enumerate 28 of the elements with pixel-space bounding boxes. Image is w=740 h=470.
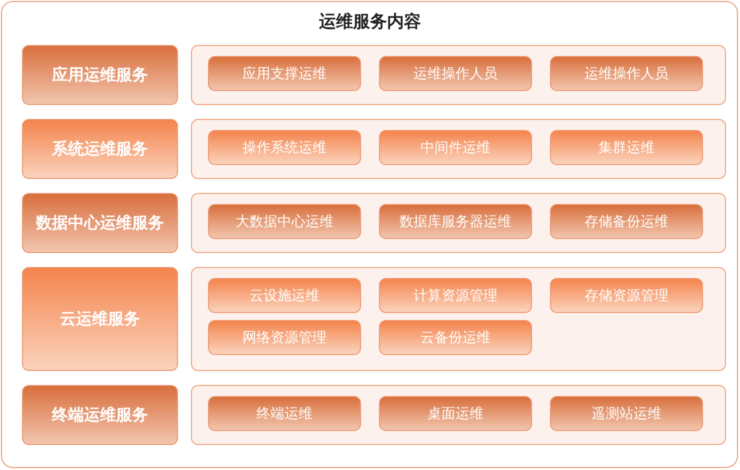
service-item-box: 存储备份运维 — [550, 204, 703, 239]
service-item-box: 终端运维 — [208, 396, 361, 431]
service-item-box: 操作系统运维 — [208, 130, 361, 165]
service-item-box: 桌面运维 — [379, 396, 532, 431]
items-panel — [191, 385, 726, 445]
items-panel — [191, 119, 726, 179]
category-box: 应用运维服务 — [22, 45, 178, 105]
service-item-box: 云设施运维 — [208, 278, 361, 313]
service-item-box: 集群运维 — [550, 130, 703, 165]
service-item-box: 计算资源管理 — [379, 278, 532, 313]
service-item-box: 网络资源管理 — [208, 320, 361, 355]
service-item-box: 运维操作人员 — [379, 56, 532, 91]
category-box: 系统运维服务 — [22, 119, 178, 179]
service-item-box: 中间件运维 — [379, 130, 532, 165]
service-item-box: 遥测站运维 — [550, 396, 703, 431]
title: 运维服务内容 — [318, 11, 422, 33]
service-item-box: 云备份运维 — [379, 320, 532, 355]
items-panel — [191, 193, 726, 253]
items-panel — [191, 267, 726, 371]
service-item-box: 运维操作人员 — [550, 56, 703, 91]
service-item-box: 数据库服务器运维 — [379, 204, 532, 239]
service-item-box: 大数据中心运维 — [208, 204, 361, 239]
items-panel — [191, 45, 726, 105]
category-box: 终端运维服务 — [22, 385, 178, 445]
service-item-box: 存储资源管理 — [550, 278, 703, 313]
category-box: 云运维服务 — [22, 267, 178, 371]
service-item-box: 应用支撑运维 — [208, 56, 361, 91]
category-box: 数据中心运维服务 — [22, 193, 178, 253]
